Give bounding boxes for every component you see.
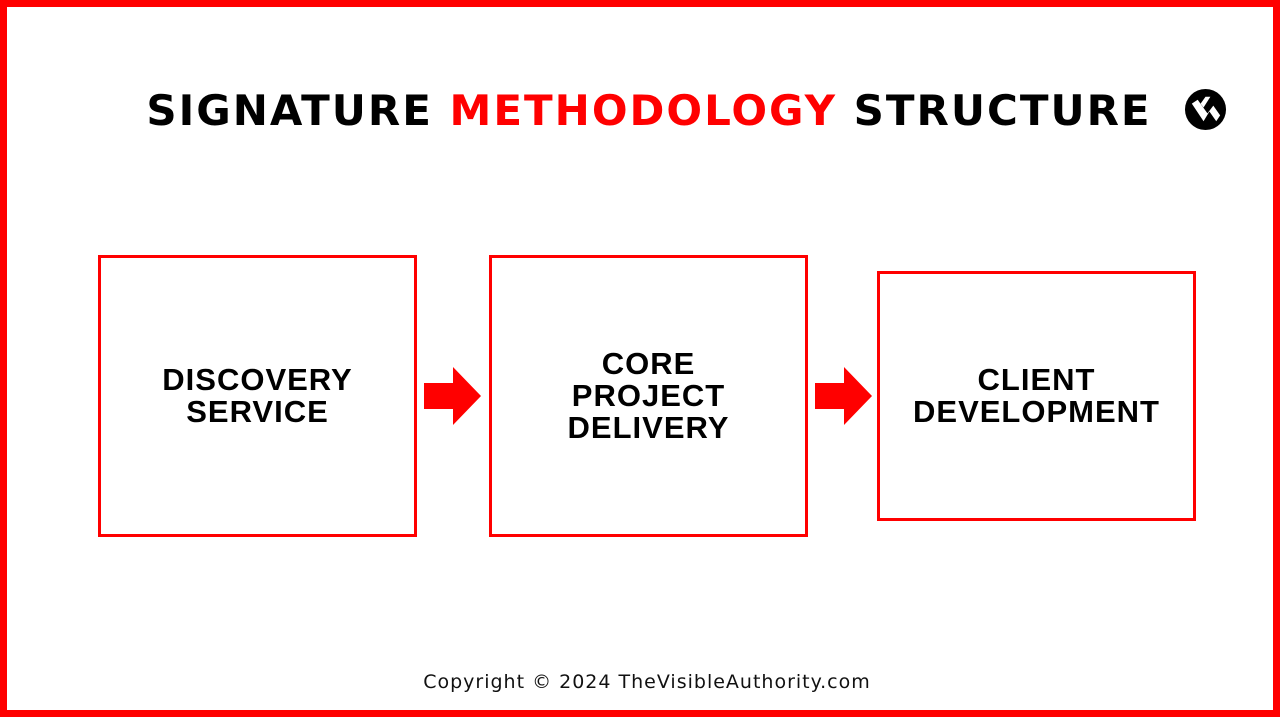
step-label: DISCOVERY SERVICE	[162, 362, 353, 429]
step-box-discovery-service: DISCOVERY SERVICE	[98, 255, 417, 537]
right-arrow-icon	[815, 367, 872, 425]
right-arrow-icon	[424, 367, 481, 425]
copyright-footer: Copyright © 2024 TheVisibleAuthority.com	[423, 671, 871, 693]
step-label: CORE PROJECT DELIVERY	[567, 346, 730, 445]
title-part-2: STRUCTURE	[837, 86, 1152, 135]
step-box-client-development: CLIENT DEVELOPMENT	[877, 271, 1196, 521]
page-title: SIGNATURE METHODOLOGY STRUCTURE	[7, 85, 1280, 137]
step-box-core-project-delivery: CORE PROJECT DELIVERY	[489, 255, 808, 537]
title-accent-word: METHODOLOGY	[449, 86, 838, 135]
step-label: CLIENT DEVELOPMENT	[913, 362, 1160, 429]
visible-authority-logo-icon	[1184, 88, 1227, 131]
title-part-1: SIGNATURE	[146, 86, 450, 135]
